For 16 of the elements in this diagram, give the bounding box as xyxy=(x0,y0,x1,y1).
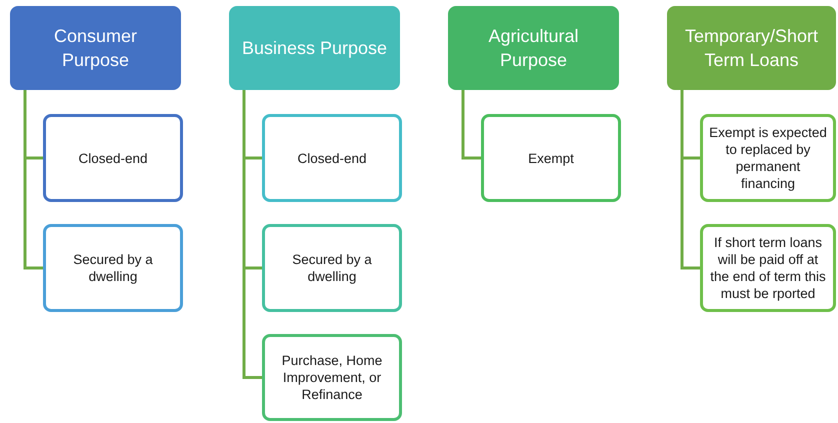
item-box: Purchase, Home Improvement, or Refinance xyxy=(262,334,402,421)
connector-line xyxy=(680,90,700,270)
category-header: Temporary/Short Term Loans xyxy=(667,6,836,90)
item-box: Exempt is expected to replaced by permanent financing xyxy=(700,114,836,202)
item-box: Exempt xyxy=(481,114,621,202)
item-box: Secured by a dwelling xyxy=(262,224,402,312)
connector-line xyxy=(462,90,481,160)
category-header: Agricultural Purpose xyxy=(448,6,619,90)
category-header: Consumer Purpose xyxy=(10,6,181,90)
item-box: Closed-end xyxy=(43,114,183,202)
connector-line xyxy=(242,90,262,379)
item-box: If short term loans will be paid off at the end of term this must be rported xyxy=(700,224,836,312)
item-box: Closed-end xyxy=(262,114,402,202)
category-header: Business Purpose xyxy=(229,6,400,90)
item-box: Secured by a dwelling xyxy=(43,224,183,312)
connector-line xyxy=(24,90,43,270)
